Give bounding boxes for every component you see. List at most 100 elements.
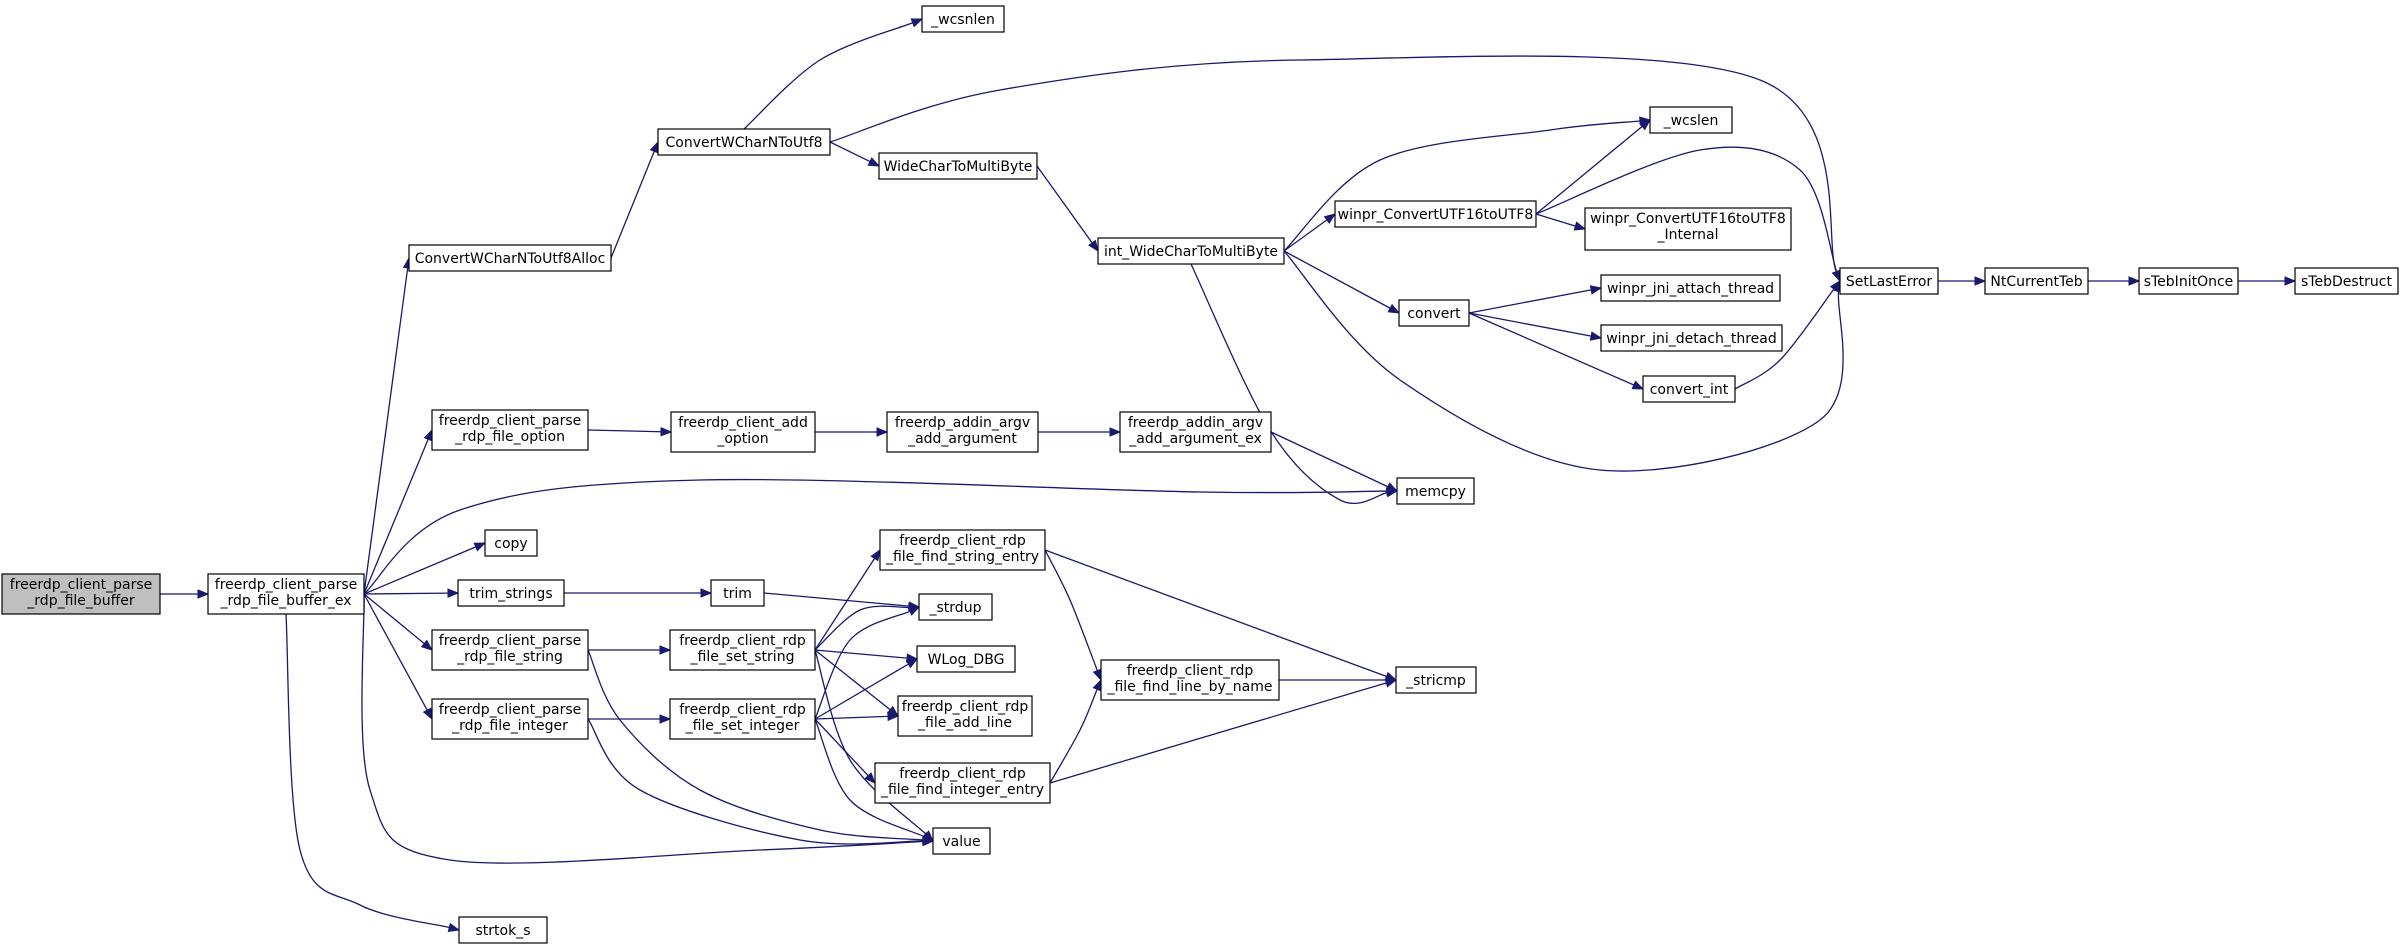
arrowhead [1109, 427, 1122, 437]
arrowhead [2284, 276, 2297, 286]
node-findstr[interactable]: freerdp_client_rdp_file_find_string_entr… [879, 529, 1046, 571]
node-box [431, 409, 589, 451]
edge-findint-to-findline [1049, 678, 1102, 784]
node-setint[interactable]: freerdp_client_rdp_file_set_integer [669, 698, 816, 740]
node-root: freerdp_client_parse_rdp_file_buffer [1, 573, 161, 615]
node-value[interactable]: value [932, 827, 991, 855]
node-parseopt[interactable]: freerdp_client_parse_rdp_file_option [431, 409, 589, 451]
node-convert[interactable]: convert [1398, 299, 1470, 327]
node-ex[interactable]: freerdp_client_parse_rdp_file_buffer_ex [207, 573, 365, 615]
node-parseint[interactable]: freerdp_client_parse_rdp_file_integer [431, 698, 589, 740]
edge-parsestr-to-value [587, 649, 935, 845]
node-box [1584, 207, 1792, 251]
node-label: sTebInitOnce [2144, 274, 2234, 290]
node-box [458, 916, 548, 944]
node-label: _add_argument_ex [1128, 431, 1261, 447]
node-addarg[interactable]: freerdp_addin_argv_add_argument [886, 411, 1039, 453]
node-box [886, 411, 1039, 453]
node-wcsnlen[interactable]: _wcsnlen [921, 5, 1005, 33]
edge-setlasterror-to-ntteb [1938, 276, 1987, 286]
node-addopt[interactable]: freerdp_client_add_option [670, 411, 816, 453]
node-findint[interactable]: freerdp_client_rdp_file_find_integer_ent… [874, 762, 1051, 804]
edge-addarg-to-addargex [1038, 427, 1122, 437]
node-label: winpr_jni_attach_thread [1607, 281, 1774, 297]
node-trimstrings[interactable]: trim_strings [457, 579, 565, 607]
node-box [657, 128, 831, 156]
node-label: _rdp_file_buffer_ex [219, 593, 351, 609]
node-label: trim_strings [469, 586, 552, 602]
node-label: winpr_ConvertUTF16toUTF8 [1590, 211, 1786, 227]
edge-cw8-to-wcsnlen [743, 18, 924, 130]
node-label: winpr_jni_detach_thread [1606, 331, 1777, 347]
node-strtok[interactable]: strtok_s [458, 916, 548, 944]
edge-ex-to-copy [363, 542, 487, 595]
node-label: freerdp_client_parse [439, 413, 581, 429]
node-findline[interactable]: freerdp_client_rdp_file_find_line_by_nam… [1100, 659, 1280, 701]
node-ntteb[interactable]: NtCurrentTeb [1984, 267, 2089, 295]
edge-setstr-to-value [814, 649, 934, 842]
node-label: memcpy [1405, 484, 1466, 500]
arrowhead [197, 589, 210, 599]
node-stebinit[interactable]: sTebInitOnce [2138, 267, 2239, 295]
node-detach[interactable]: winpr_jni_detach_thread [1600, 324, 1783, 352]
node-cw8[interactable]: ConvertWCharNToUtf8 [657, 128, 831, 156]
node-conv16int[interactable]: winpr_ConvertUTF16toUTF8_Internal [1584, 207, 1792, 251]
arrowhead [1573, 221, 1587, 231]
node-wc2mb[interactable]: WideCharToMultiByte [878, 152, 1038, 180]
arrowhead [1974, 276, 1987, 286]
node-addline[interactable]: freerdp_client_rdp_file_add_line [897, 695, 1033, 737]
edge-convint-to-setlasterror [1734, 279, 1841, 390]
node-label: freerdp_addin_argv [895, 415, 1030, 431]
arrowhead [1092, 678, 1102, 692]
arrowhead [422, 707, 433, 721]
node-memcpy[interactable]: memcpy [1396, 477, 1475, 505]
node-conv16[interactable]: winpr_ConvertUTF16toUTF8 [1334, 200, 1537, 228]
edge-addargex-to-memcpy [1270, 431, 1399, 492]
node-wlog[interactable]: WLog_DBG [916, 645, 1016, 673]
node-setlasterror[interactable]: SetLastError [1839, 267, 1939, 295]
arrowhead [659, 714, 672, 724]
node-label: convert_int [1650, 382, 1729, 398]
node-label: freerdp_client_parse [10, 577, 152, 593]
node-strdup[interactable]: _strdup [918, 593, 993, 621]
edge-trimstrings-to-trim [564, 588, 713, 598]
node-box [918, 593, 993, 621]
node-box [1839, 267, 1939, 295]
edge-convert-to-convint [1468, 312, 1645, 390]
node-box [1600, 324, 1783, 352]
node-box [897, 695, 1033, 737]
node-box [1396, 477, 1475, 505]
edge-setint-to-findint [814, 718, 876, 784]
node-parsestr[interactable]: freerdp_client_parse_rdp_file_string [431, 629, 589, 671]
node-trim[interactable]: trim [710, 579, 765, 607]
node-copy[interactable]: copy [484, 529, 538, 557]
node-stricmp[interactable]: _stricmp [1395, 666, 1477, 694]
arrowhead [2128, 276, 2141, 286]
edge-parseint-to-setint [588, 714, 672, 724]
edge-convert-to-detach [1468, 312, 1603, 341]
node-convint[interactable]: convert_int [1642, 375, 1736, 403]
node-box [669, 629, 816, 671]
node-box [1398, 299, 1470, 327]
edge-findint-to-stricmp [1049, 678, 1398, 784]
arrowhead [1384, 678, 1398, 688]
node-setstr[interactable]: freerdp_client_rdp_file_set_string [669, 629, 816, 671]
node-cw8alloc[interactable]: ConvertWCharNToUtf8Alloc [408, 244, 612, 272]
node-stebdestruct[interactable]: sTebDestruct [2294, 267, 2399, 295]
node-intwc2mb[interactable]: int_WideCharToMultiByte [1097, 237, 1285, 265]
node-attach[interactable]: winpr_jni_attach_thread [1600, 274, 1781, 302]
node-box [1649, 106, 1733, 134]
node-label: NtCurrentTeb [1990, 274, 2082, 290]
node-label: _file_set_string [690, 649, 795, 665]
arrowhead [1385, 482, 1399, 492]
node-addargex[interactable]: freerdp_addin_argv_add_argument_ex [1119, 411, 1272, 453]
node-wcslen[interactable]: _wcslen [1649, 106, 1733, 134]
edge-setstr-to-wlog [814, 649, 919, 663]
edge-intwc2mb-to-conv16 [1283, 213, 1337, 252]
node-label: WideCharToMultiByte [884, 159, 1033, 175]
node-box [1100, 659, 1280, 701]
edge-findstr-to-findline [1044, 549, 1102, 682]
node-box [457, 579, 565, 607]
arrowhead [1387, 303, 1401, 314]
node-label: _add_argument [907, 431, 1017, 447]
